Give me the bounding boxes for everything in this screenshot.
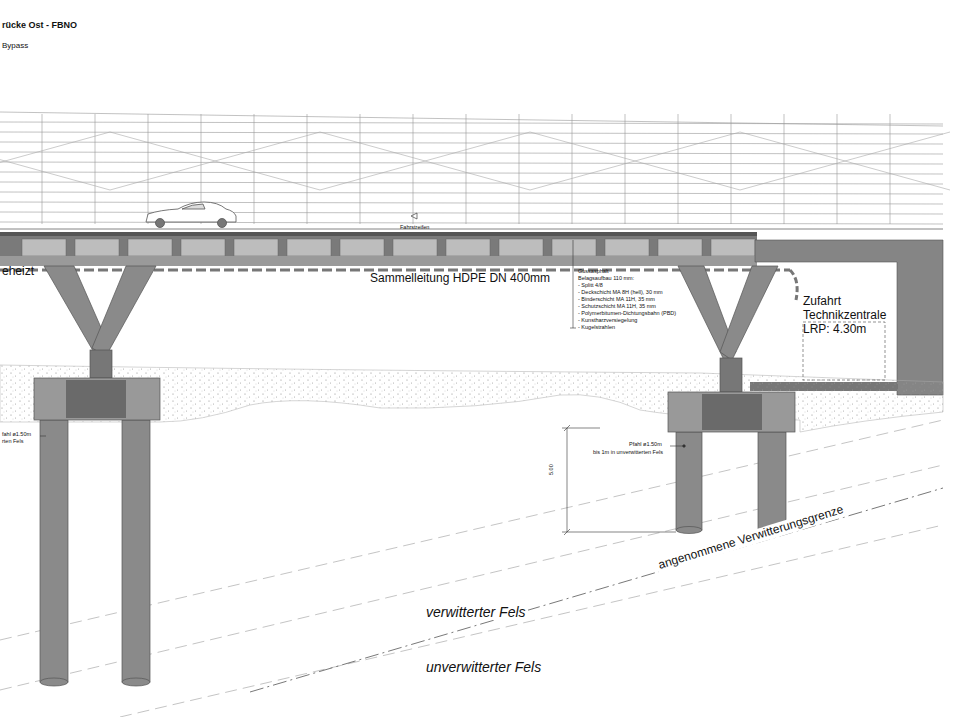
pavement-layer: - Deckschicht MA 8H (hell), 30 mm — [578, 289, 663, 295]
pile-label: Pfahl ø1.50m — [627, 441, 664, 447]
barrier-bracing — [740, 132, 950, 190]
deck-cell — [287, 239, 331, 256]
pavement-layer: - Binderschicht MA 11H, 35 mm — [578, 296, 655, 302]
barrier-post — [731, 114, 732, 224]
dimension-value: 5.00 — [548, 464, 554, 475]
barrier-rail — [0, 152, 943, 154]
deck-cell — [711, 239, 755, 256]
deck-cell — [499, 239, 543, 256]
deck-cell — [658, 239, 702, 256]
barrier-rail — [0, 212, 943, 214]
barrier-post — [95, 114, 96, 224]
pipe-line — [790, 270, 797, 300]
barrier-bracing — [320, 132, 530, 190]
deck-cell — [22, 239, 66, 256]
barrier-post — [625, 114, 626, 224]
barrier-rail — [0, 142, 943, 144]
deck-top — [0, 232, 757, 236]
barrier-post — [519, 114, 520, 224]
barrier-post — [837, 114, 838, 224]
barrier-bracing — [0, 132, 110, 190]
deck-cells — [22, 239, 755, 256]
deck-cell — [552, 239, 596, 256]
weathering-boundary — [250, 488, 943, 692]
barrier-rail — [0, 162, 943, 164]
deck-cell — [340, 239, 384, 256]
bridge-deck — [0, 236, 757, 266]
barrier-rail — [0, 122, 943, 124]
barrier-post — [254, 114, 255, 224]
deck-cell — [393, 239, 437, 256]
boundary-label: angenommene Verwitterungsgrenze — [655, 502, 847, 573]
pavement-layer: - Splitt 4/8 — [578, 282, 603, 288]
rock-label: unverwitterter Fels — [424, 659, 543, 675]
pile-label: fahl ø1.50m — [2, 431, 31, 437]
left-pier — [34, 266, 160, 686]
barrier-bracing — [110, 132, 320, 190]
pavement-layer: - Schutzschicht MA 11H, 35 mm — [578, 303, 656, 309]
barrier-rail — [0, 192, 943, 194]
deck-bottom — [0, 256, 757, 266]
barrier-rail — [0, 182, 943, 184]
deck-cell — [181, 239, 225, 256]
rock-label: verwitterter Fels — [424, 604, 528, 620]
access-box: Zufahrt Technikzentrale LRP: 4.30m — [803, 294, 893, 380]
barrier-post — [307, 114, 308, 224]
access-label: Zufahrt Technikzentrale LRP: 4.30m — [803, 294, 893, 336]
direction-arrow — [411, 213, 417, 219]
right-pier — [668, 266, 795, 534]
barrier-post — [466, 114, 467, 224]
deck-cell — [128, 239, 172, 256]
drawing-title: rücke Ost - FBNO — [2, 20, 77, 30]
barrier-post — [890, 114, 891, 224]
rock-lines — [0, 420, 943, 717]
abutment — [755, 240, 943, 395]
subtitle: Bypass — [2, 41, 28, 50]
pile-note: rten Fels — [2, 438, 23, 444]
barrier-rail — [0, 112, 943, 126]
pavement-layer: - Kugelstrahlen — [578, 324, 615, 330]
road-surface — [0, 229, 943, 230]
barrier-post — [572, 114, 573, 224]
deck-cell — [234, 239, 278, 256]
car-symbol — [146, 202, 236, 228]
noise-barrier — [0, 112, 950, 224]
barrier-rail — [0, 132, 943, 134]
dimension-line — [562, 425, 676, 535]
barrier-rail — [0, 202, 943, 204]
cut-label: eheizt — [2, 265, 34, 279]
pavement-heading: Gussasphalt — [578, 268, 609, 274]
barrier-post — [360, 114, 361, 224]
pavement-layer: - Kunstharzversiegelung — [578, 317, 637, 323]
pavement-spec: Belagsaufbau 110 mm: — [578, 275, 634, 281]
barrier-post — [784, 114, 785, 224]
pile-note: bis 1m in unverwitterten Fels — [591, 449, 665, 455]
pavement-layer: - Polymerbitumen-Dichtungsbahn (PBD) — [578, 310, 676, 316]
barrier-post — [148, 114, 149, 224]
leader-lines — [40, 240, 685, 447]
deck-cell — [75, 239, 119, 256]
lane-label: Fahrstreifen — [400, 224, 429, 230]
deck-cell — [446, 239, 490, 256]
pipe-label: Sammelleitung HDPE DN 400mm — [368, 272, 552, 286]
barrier-bracing — [530, 132, 740, 190]
barrier-post — [678, 114, 679, 224]
barrier-rail — [0, 222, 943, 224]
barrier-post — [413, 114, 414, 224]
barrier-post — [42, 114, 43, 224]
deck-cell — [605, 239, 649, 256]
